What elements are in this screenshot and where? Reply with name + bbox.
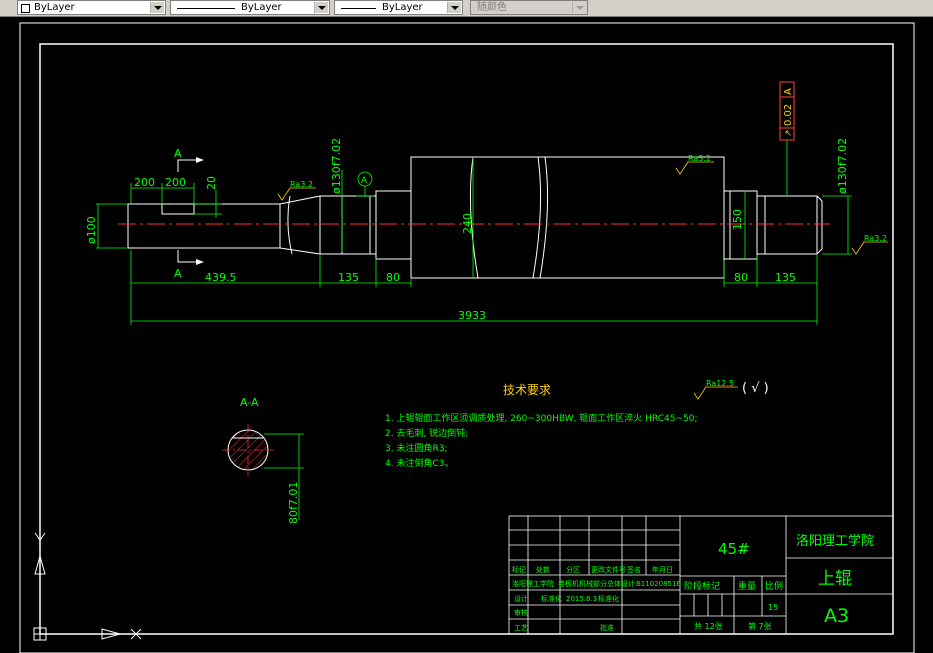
tb-hdr-docno: 更改文件号 [591, 565, 626, 574]
tech-req-line-1: 1. 上辊辊面工作区须调质处理, 260~300HBW, 辊面工作区淬火 HRC… [385, 412, 698, 424]
dim-135-left: 135 [338, 271, 359, 284]
tb-stage-label: 阶段标记 [684, 580, 720, 592]
section-dim: 80f7.01 [287, 482, 300, 524]
dim-80-right: 80 [734, 271, 748, 284]
plotstyle-combo[interactable]: 随颜色 [470, 0, 588, 15]
chevron-down-icon[interactable] [314, 2, 328, 13]
tolerance-value: 0.02 [783, 104, 794, 126]
dim-3933: 3933 [458, 309, 486, 322]
linetype-sample-icon [177, 8, 235, 9]
drawing-canvas[interactable]: 200 200 20 ø100 439.5 135 80 80 135 3933… [0, 17, 933, 653]
dim-439-5: 439.5 [205, 271, 237, 284]
inner-frame [39, 43, 894, 635]
section-mark-bottom: A [174, 267, 182, 280]
tb-std-label: 标准化 [598, 594, 619, 603]
tb-sheets-total: 共 12张 [694, 622, 723, 631]
roughness-3: Ra3.2 [864, 234, 887, 243]
dim-135-right: 135 [775, 271, 796, 284]
shaft-outline [127, 156, 823, 279]
dim-150: 150 [731, 209, 744, 230]
tolerance-symbol-icon: ↗ [784, 129, 794, 137]
roughness-general-paren: ( √ ) [742, 381, 769, 396]
tb-std-label-left: 标准化 [541, 594, 562, 603]
dim-200a: 200 [134, 176, 155, 189]
title-block [508, 515, 894, 635]
dim-d130-right: ø130f7.02 [836, 138, 849, 194]
tb-part-name: 上辊 [818, 569, 852, 589]
tb-scale-value: 15 [768, 603, 778, 612]
color-swatch-icon [21, 4, 30, 13]
chevron-down-icon[interactable] [150, 2, 164, 13]
tb-hdr-date: 年月日 [652, 565, 673, 574]
tech-req-title: 技术要求 [503, 383, 551, 397]
tb-hdr-sign: 签名 [627, 565, 641, 574]
dim-200b: 200 [165, 176, 186, 189]
roughness-1: Ra3.2 [290, 180, 313, 189]
color-combo[interactable]: ByLayer [17, 0, 166, 15]
datum-circle [357, 171, 373, 187]
roughness-texts: Ra3.2 Ra3.2 Ra3.2 Ra12.5 [290, 154, 887, 388]
tech-req-line-4: 4. 未注倒角C3。 [385, 457, 453, 469]
section-title: A-A [240, 396, 259, 409]
tb-weight-label: 重量 [738, 580, 756, 592]
dimension-lines [96, 140, 852, 325]
lineweight-combo-value: ByLayer [382, 2, 423, 13]
roughness-symbols [277, 161, 888, 400]
section-view [222, 424, 304, 520]
chevron-down-icon[interactable] [447, 2, 461, 13]
outer-frame [19, 22, 915, 653]
dim-20: 20 [205, 176, 218, 190]
tech-req-line-2: 2. 去毛刺, 锐边倒钝; [385, 427, 468, 439]
tech-req-line-3: 3. 未注圆角R3; [385, 442, 447, 454]
tb-design-label: 设计 [514, 594, 528, 603]
tech-req-lines: 1. 上辊辊面工作区须调质处理, 260~300HBW, 辊面工作区淬火 HRC… [385, 412, 698, 469]
lineweight-combo[interactable]: ByLayer [334, 0, 463, 15]
tb-hdr-mark: 标记 [512, 565, 526, 574]
tb-design-date: 2015.6.3 [566, 595, 597, 603]
tb-scale-label: 比例 [765, 580, 783, 592]
tolerance-datum: A [783, 88, 794, 95]
color-combo-value: ByLayer [34, 2, 75, 13]
roughness-general: Ra12.5 [706, 379, 734, 388]
tolerance-frame: ↗ 0.02 A [779, 81, 795, 141]
datum-label: A [361, 176, 368, 186]
chevron-down-icon[interactable] [572, 2, 586, 13]
dim-240: 240 [461, 213, 474, 234]
tb-school: 洛阳理工学院 [796, 533, 874, 549]
tb-desc: 卷板机机械部分总体设计 [558, 579, 635, 588]
tb-company: 洛阳理工学院 [512, 579, 554, 588]
section-mark-top: A [174, 147, 182, 160]
section-cut-markers [177, 159, 196, 263]
tb-id: B110208516 [636, 580, 681, 588]
dimension-texts: 200 200 20 ø100 439.5 135 80 80 135 3933… [85, 138, 849, 322]
arrow-icon [196, 259, 204, 265]
tb-approve-label: 批准 [600, 623, 614, 632]
dim-80-left: 80 [386, 271, 400, 284]
tb-material: 45# [718, 540, 750, 558]
linetype-combo-value: ByLayer [241, 2, 282, 13]
arrow-icon [196, 157, 204, 163]
properties-toolbar: ByLayer ByLayer ByLayer 随颜色 [0, 0, 933, 17]
linetype-combo[interactable]: ByLayer [170, 0, 330, 15]
dim-d130-left: ø130f7.02 [330, 138, 343, 194]
tb-hdr-zone: 分区 [566, 565, 580, 574]
plotstyle-combo-value: 随颜色 [477, 2, 507, 13]
tb-sheet-size: A3 [824, 605, 849, 627]
lineweight-sample-icon [341, 8, 376, 9]
tb-hdr-count: 处数 [536, 565, 550, 574]
tb-check-label: 审核 [514, 608, 528, 617]
dim-d100: ø100 [85, 216, 98, 244]
tb-process-label: 工艺 [514, 624, 528, 632]
ucs-icon [33, 532, 142, 641]
title-block-texts: 标记 处数 分区 更改文件号 签名 年月日 洛阳理工学院 卷板机机械部分总体设计… [512, 565, 783, 632]
tb-sheet-no: 第 7张 [748, 621, 772, 631]
roughness-2: Ra3.2 [688, 154, 711, 163]
